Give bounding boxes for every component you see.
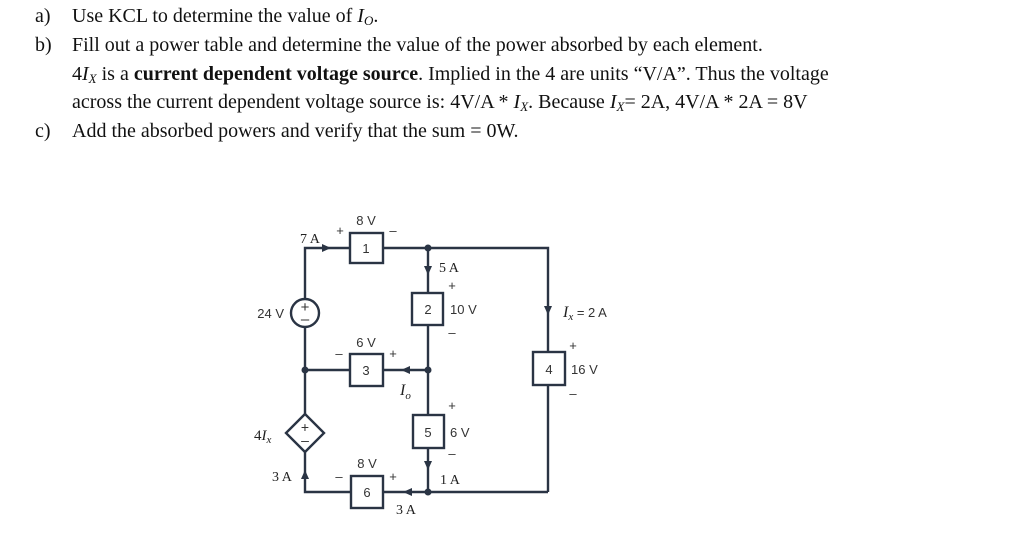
element-5-id: 5 bbox=[424, 425, 431, 440]
current-io-label: Io bbox=[399, 382, 411, 402]
question-a-text: Use KCL to determine the value of IO. bbox=[72, 6, 378, 28]
element-1-minus: – bbox=[389, 223, 397, 238]
source-24v-label: 24 V bbox=[257, 306, 284, 321]
b2-mid: is a bbox=[96, 63, 134, 85]
element-4-id: 4 bbox=[545, 362, 552, 377]
element-3-plus: + bbox=[389, 346, 397, 361]
element-3-minus: – bbox=[335, 346, 343, 361]
element-6: 6 8 V + – bbox=[335, 456, 397, 510]
element-4-voltage: 16 V bbox=[571, 362, 598, 377]
current-3a-left-label: 3 A bbox=[272, 470, 293, 485]
wire-left-bottom bbox=[303, 452, 351, 494]
b2-post: . Implied in the 4 are units “V/A”. Thus… bbox=[418, 63, 829, 85]
element-4-minus: – bbox=[569, 386, 577, 401]
question-a-pre: Use KCL to determine the value of bbox=[72, 5, 358, 27]
b2-sub: X bbox=[88, 71, 97, 86]
element-2-plus: + bbox=[448, 278, 456, 293]
b3-sub2: X bbox=[616, 99, 625, 114]
element-6-plus: + bbox=[389, 469, 397, 484]
wire-top bbox=[383, 246, 550, 352]
element-3-voltage: 6 V bbox=[356, 335, 376, 350]
dep-label: 4Ix bbox=[254, 428, 272, 446]
current-ix-label: Ix = 2 A bbox=[562, 304, 607, 323]
b2-pre: 4 bbox=[72, 63, 82, 85]
arrow-7a-icon bbox=[322, 244, 331, 252]
b2-var: I bbox=[82, 63, 89, 85]
element-3: 3 6 V + – bbox=[335, 335, 397, 388]
arrow-1a-icon bbox=[424, 461, 432, 470]
question-c-text: Add the absorbed powers and verify that … bbox=[72, 120, 519, 142]
source-plus: + bbox=[301, 299, 310, 316]
arrow-3a-bottom-icon bbox=[403, 488, 412, 496]
question-b-text1: Fill out a power table and determine the… bbox=[72, 34, 763, 56]
current-3a-bottom-label: 3 A bbox=[396, 503, 417, 518]
voltage-source-24v: + – 24 V bbox=[257, 297, 321, 329]
arrow-5a-icon bbox=[424, 266, 432, 275]
element-6-minus: – bbox=[335, 469, 343, 484]
b2-bold: current dependent voltage source bbox=[133, 63, 419, 85]
b3-var2: I bbox=[609, 91, 617, 113]
b3-post: = 2A, 4V/A * 2A = 8V bbox=[624, 91, 808, 113]
element-2-minus: – bbox=[448, 325, 456, 340]
node-dot bbox=[424, 366, 432, 374]
element-2-voltage: 10 V bbox=[450, 302, 477, 317]
node-dot bbox=[301, 366, 309, 374]
b3-sub: X bbox=[520, 99, 529, 114]
question-a-label: a) bbox=[35, 5, 51, 27]
b3-var: I bbox=[513, 91, 521, 113]
source-minus: – bbox=[301, 311, 310, 328]
arrow-io-icon bbox=[401, 366, 410, 374]
node-dot bbox=[424, 488, 432, 496]
question-b-text2: 4IX is a current dependent voltage sourc… bbox=[72, 64, 829, 86]
element-4: 4 16 V + – bbox=[531, 338, 598, 401]
element-2-id: 2 bbox=[424, 302, 431, 317]
element-6-id: 6 bbox=[363, 485, 370, 500]
question-c-label: c) bbox=[35, 120, 51, 142]
question-b-label: b) bbox=[35, 34, 52, 56]
element-1-id: 1 bbox=[362, 241, 369, 256]
wire-left-top bbox=[303, 246, 350, 299]
element-5-minus: – bbox=[448, 446, 456, 461]
node-dot bbox=[424, 244, 432, 252]
element-5: 5 6 V + – bbox=[411, 398, 470, 461]
dep-minus: – bbox=[301, 432, 309, 448]
element-5-plus: + bbox=[448, 398, 456, 413]
element-1-voltage: 8 V bbox=[356, 213, 376, 228]
io-var: I bbox=[357, 5, 364, 27]
b3-pre: across the current dependent voltage sou… bbox=[72, 91, 514, 113]
current-5a-label: 5 A bbox=[439, 261, 460, 276]
dependent-voltage-source: + – 4Ix bbox=[254, 412, 326, 454]
element-3-id: 3 bbox=[362, 363, 369, 378]
current-1a-label: 1 A bbox=[440, 473, 461, 488]
io-sub: O bbox=[363, 13, 374, 28]
current-7a-label: 7 A bbox=[300, 232, 321, 247]
question-b-text3: across the current dependent voltage sou… bbox=[72, 92, 808, 114]
arrow-ix-icon bbox=[544, 306, 552, 315]
element-5-voltage: 6 V bbox=[450, 425, 470, 440]
element-1-plus: + bbox=[336, 223, 344, 238]
element-6-voltage: 8 V bbox=[357, 456, 377, 471]
question-a-post: . bbox=[373, 5, 379, 27]
dep-plus: + bbox=[301, 419, 309, 435]
element-4-plus: + bbox=[569, 338, 577, 353]
b3-mid: . Because bbox=[528, 91, 610, 113]
arrow-3a-left-icon bbox=[301, 470, 309, 479]
element-1: 1 8 V + – bbox=[336, 213, 397, 265]
element-2: 2 10 V + – bbox=[410, 278, 477, 340]
